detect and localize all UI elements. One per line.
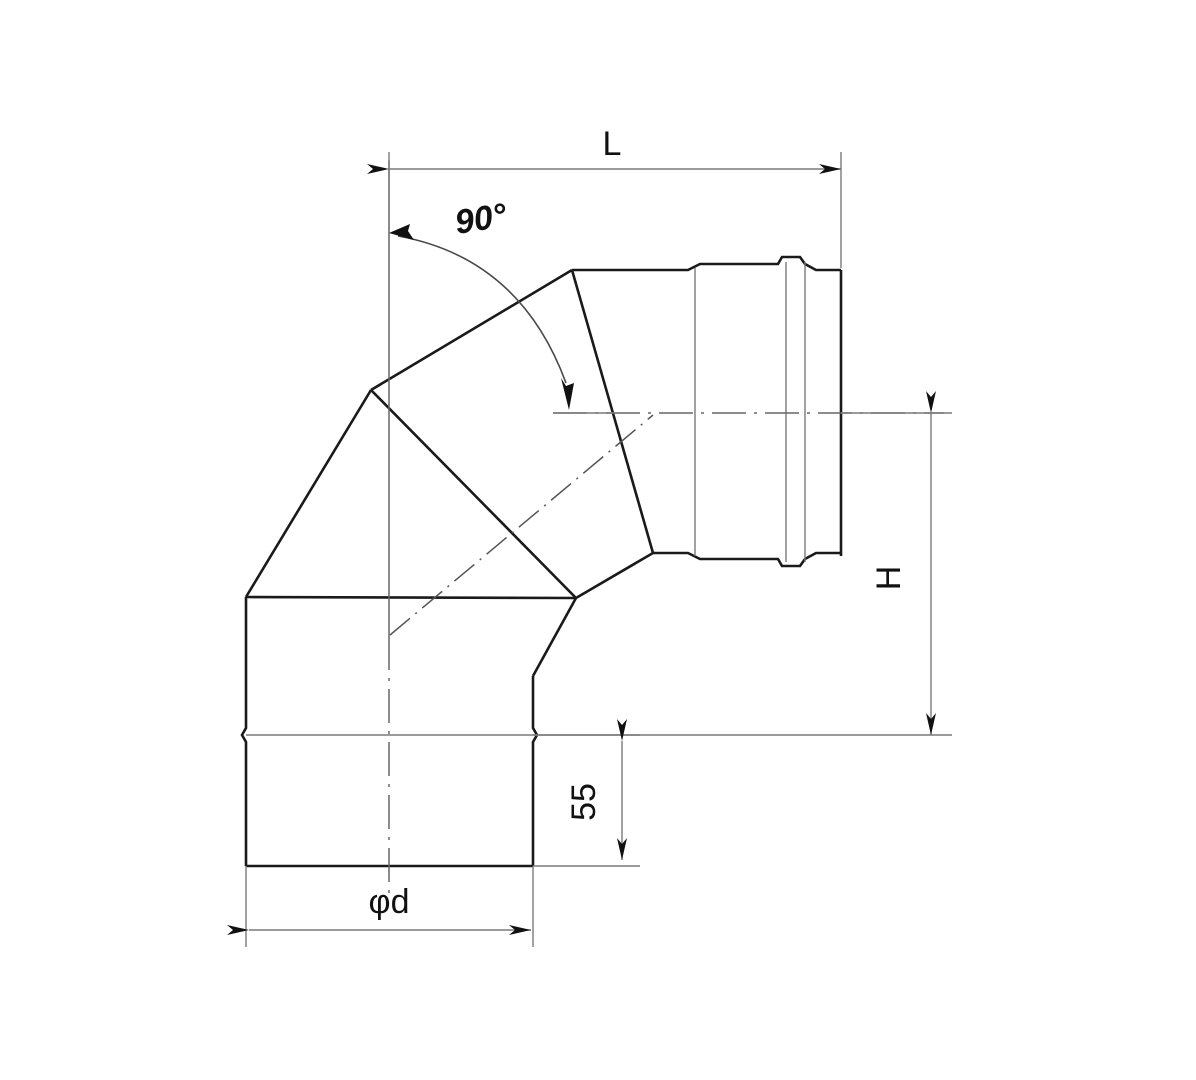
angle-arrow-end xyxy=(561,378,574,410)
miter-seg3-seam xyxy=(570,269,655,554)
bottom-stub-left-wall xyxy=(240,597,248,866)
hidden-inner-edges xyxy=(389,414,654,636)
inner-miter-seam-hidden xyxy=(389,414,654,636)
elbow-body-outline xyxy=(240,255,843,868)
miter-seg3-outer-slant xyxy=(370,268,573,392)
H-dimension-label: H xyxy=(870,566,908,591)
dimension-nominal-diameter: φd xyxy=(227,866,534,947)
miter-seg2-seam-inner xyxy=(575,551,654,600)
top-stub-top-wall xyxy=(572,255,841,272)
miter-seg1-left-slant xyxy=(244,389,373,598)
bottom-stub-right-wall xyxy=(531,676,539,866)
phid-dimension-label: φd xyxy=(369,883,410,921)
top-stub-bottom-wall xyxy=(653,551,841,568)
dimension-bend-angle: 90° xyxy=(389,196,614,414)
dimension-overall-length: L xyxy=(367,125,842,268)
miter-seg2-seam-outer xyxy=(370,389,577,599)
d55-dimension-label: 55 xyxy=(565,783,603,821)
angle-arc-leader xyxy=(397,235,567,384)
L-dimension-label: L xyxy=(603,125,622,163)
dimension-socket-depth: 55 xyxy=(533,719,640,867)
angle-arrow-start xyxy=(389,224,414,240)
angle-dimension-label: 90° xyxy=(452,196,509,242)
miter-seg1-outer-edge xyxy=(245,595,577,600)
dimension-overall-height: H xyxy=(533,391,952,736)
miter-seg1-seam-lower xyxy=(531,597,578,677)
bead-guide-lines xyxy=(246,262,806,736)
